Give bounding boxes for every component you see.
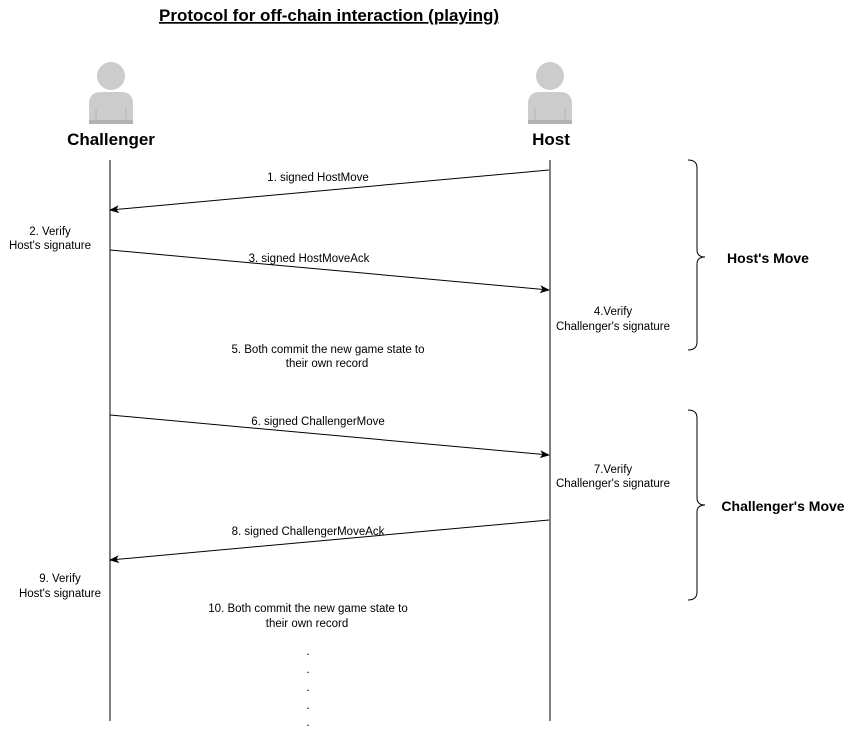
message-label-3: 3. signed HostMoveAck [249,253,370,265]
challenger-actor: Challenger [67,62,155,149]
note-line: Challenger's signature [556,321,670,333]
dot: . [306,680,309,694]
note-line: 4.Verify [594,306,633,318]
note-line: 10. Both commit the new game state to [208,603,407,615]
note-line: 2. Verify [29,226,71,238]
continuation-dots: . . . . . [306,644,309,729]
message-arrow-8 [109,519,550,564]
note-step9: 9. Verify Host's signature [19,573,101,600]
group-label-hosts-move: Host's Move [727,250,809,266]
host-actor: Host [528,62,572,149]
message-arrow-6 [109,414,550,459]
dot: . [306,644,309,658]
brace-hosts-move [687,159,706,351]
host-name: Host [532,130,570,149]
note-line: Host's signature [9,240,91,252]
challenger-name: Challenger [67,130,155,149]
note-line: their own record [266,618,348,630]
brace-challengers-move [687,409,706,601]
note-line: 5. Both commit the new game state to [231,344,424,356]
message-label-6: 6. signed ChallengerMove [251,416,385,428]
group-label-challengers-move: Challenger's Move [721,498,844,514]
note-step7: 7.Verify Challenger's signature [556,464,670,490]
note-line: Host's signature [19,588,101,600]
note-line: 9. Verify [39,573,81,585]
note-line: their own record [286,358,368,370]
diagram-title: Protocol for off-chain interaction (play… [159,6,499,25]
message-label-1: 1. signed HostMove [267,172,369,184]
message-arrow-1 [109,169,550,214]
note-step10: 10. Both commit the new game state to th… [208,603,407,630]
note-step2: 2. Verify Host's signature [9,226,91,252]
user-icon [528,62,572,124]
note-step5: 5. Both commit the new game state to the… [231,344,424,370]
note-step4: 4.Verify Challenger's signature [556,306,670,333]
dot: . [306,662,309,676]
note-line: 7.Verify [594,464,633,476]
message-label-8: 8. signed ChallengerMoveAck [232,526,385,538]
dot: . [306,715,309,729]
message-arrow-3 [109,249,550,294]
user-icon [89,62,133,124]
dot: . [306,698,309,712]
note-line: Challenger's signature [556,478,670,490]
